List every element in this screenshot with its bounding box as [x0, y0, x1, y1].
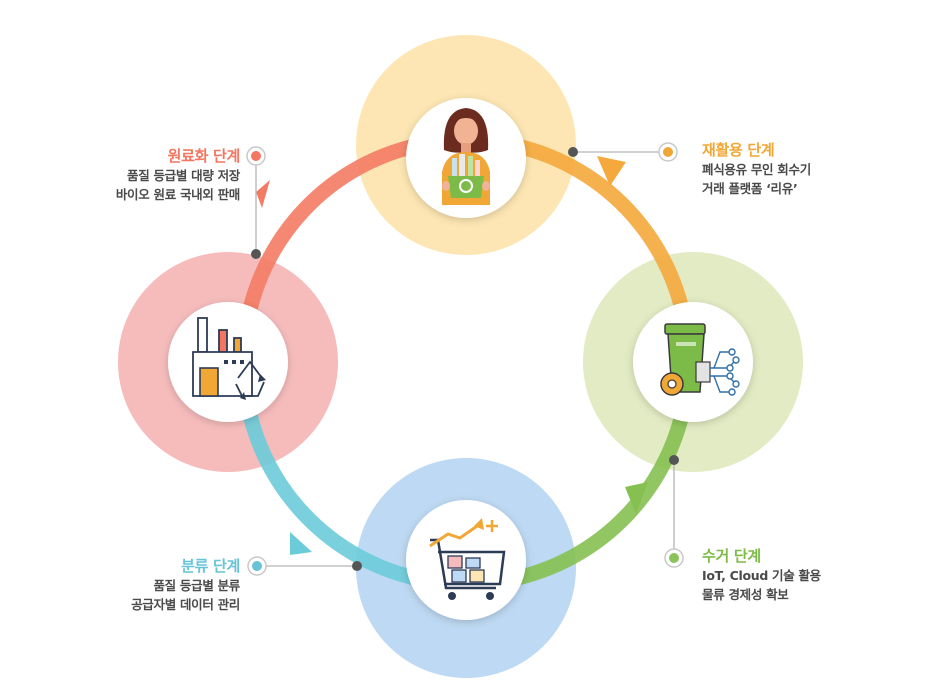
iot-collection-bin-icon	[660, 323, 740, 396]
recycle-stage-line-2: 거래 플랫폼 ‘리유’	[702, 181, 798, 196]
collect-stage-title: 수거 단계	[702, 547, 761, 565]
sort-stage-line-2: 공급자별 데이터 관리	[131, 597, 240, 612]
raw-stage-title: 원료화 단계	[167, 147, 241, 165]
junction-dot-raw	[251, 249, 261, 259]
junction-dot-sort	[352, 561, 362, 571]
ring-arc-collect-to-sort	[508, 392, 694, 587]
arrowhead-red	[256, 180, 270, 208]
collect-stage-line-1: IoT, Cloud 기술 활용	[702, 568, 821, 583]
recycle-stage-title: 재활용 단계	[702, 141, 775, 159]
ring-arc-recycle-to-collect	[508, 137, 694, 332]
arrowhead-green	[625, 482, 648, 514]
junction-dot-collect	[669, 455, 679, 465]
junction-dot-recycle	[568, 147, 578, 157]
collect-stage-line-2: 물류 경제성 확보	[702, 587, 789, 602]
raw-stage-line-2: 바이오 원료 국내외 판매	[115, 187, 240, 202]
label-sort-stage: 분류 단계 품질 등급별 분류 공급자별 데이터 관리	[40, 556, 240, 614]
arrowhead-orange	[597, 156, 626, 186]
sort-stage-title: 분류 단계	[181, 557, 240, 575]
arrowhead-blue	[290, 532, 312, 555]
woman-holding-recycling-box-icon	[442, 108, 490, 205]
label-collect-stage: 수거 단계 IoT, Cloud 기술 활용 물류 경제성 확보	[702, 546, 902, 604]
shopping-cart-growth-icon	[429, 518, 506, 600]
label-raw-stage: 원료화 단계 품질 등급별 대량 저장 바이오 원료 국내외 판매	[30, 146, 240, 204]
sort-stage-line-1: 품질 등급별 분류	[153, 578, 240, 593]
raw-stage-line-1: 품질 등급별 대량 저장	[127, 168, 240, 183]
recycle-stage-line-1: 폐식용유 무인 회수기	[702, 162, 811, 177]
ring-arc-raw-to-recycle	[238, 137, 424, 332]
ring-arc-sort-to-raw	[238, 392, 424, 587]
label-recycle-stage: 재활용 단계 폐식용유 무인 회수기 거래 플랫폼 ‘리유’	[702, 140, 902, 198]
recycling-factory-icon	[192, 317, 266, 400]
